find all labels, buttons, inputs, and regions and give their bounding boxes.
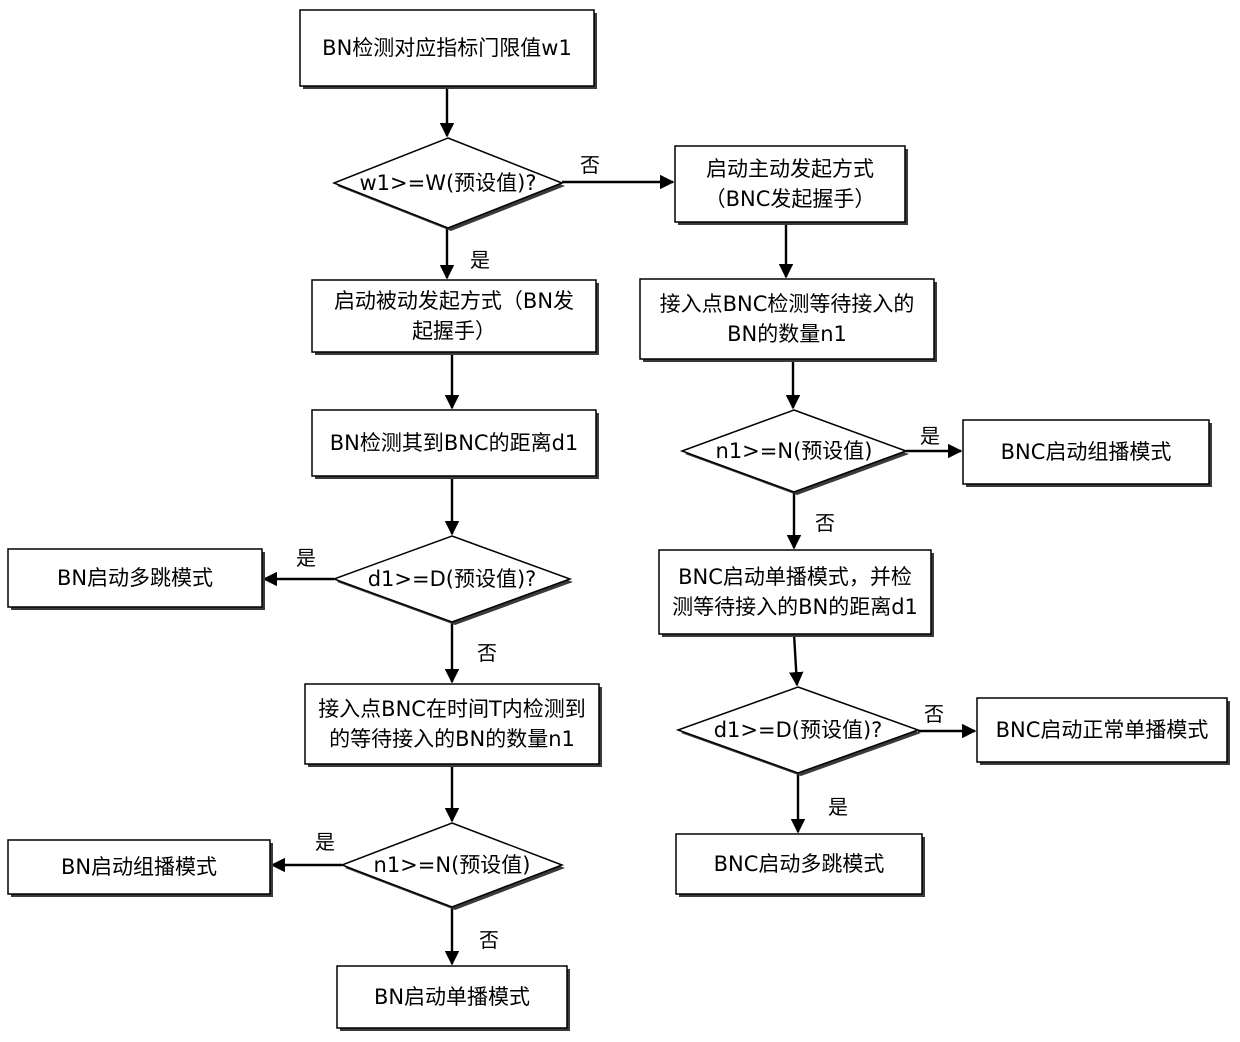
node-t3: BN启动单播模式 bbox=[336, 965, 570, 1031]
node-label-line: 启动主动发起方式 bbox=[706, 157, 874, 181]
node-rd2: d1>=D(预设值)? bbox=[675, 686, 921, 776]
node-t2: BN启动组播模式 bbox=[7, 839, 273, 897]
node-label-line: w1>=W(预设值)? bbox=[359, 171, 536, 195]
node-label-line: BN启动组播模式 bbox=[61, 855, 217, 879]
edge-label: 否 bbox=[815, 511, 835, 535]
terminal-box bbox=[336, 965, 568, 1029]
process-box bbox=[299, 9, 595, 87]
process-box bbox=[311, 409, 597, 477]
edge-label: 否 bbox=[479, 928, 499, 952]
node-rt2: BNC启动正常单播模式 bbox=[976, 697, 1230, 765]
process-box bbox=[311, 279, 597, 353]
edge-label: 否 bbox=[924, 702, 944, 726]
process-box bbox=[304, 683, 600, 765]
edge-label: 否 bbox=[477, 641, 497, 665]
edge-label: 是 bbox=[828, 795, 848, 819]
process-box bbox=[639, 278, 935, 360]
edge-label: 是 bbox=[470, 248, 490, 272]
node-label-line: BN启动多跳模式 bbox=[57, 566, 213, 590]
node-label-line: d1>=D(预设值)? bbox=[714, 718, 883, 742]
node-label-line: BN启动单播模式 bbox=[374, 985, 530, 1009]
process-box bbox=[658, 549, 932, 635]
node-label-line: BNC启动单播模式，并检 bbox=[678, 565, 912, 589]
edge-r3-rd2 bbox=[789, 633, 804, 687]
node-label-line: n1>=N(预设值) bbox=[716, 439, 873, 463]
node-rt1: BNC启动组播模式 bbox=[962, 419, 1212, 487]
decision-diamond bbox=[339, 822, 565, 908]
node-label-line: 接入点BNC在时间T内检测到 bbox=[318, 697, 586, 721]
node-d2: d1>=D(预设值)? bbox=[331, 535, 573, 625]
node-label-line: 的等待接入的BN的数量n1 bbox=[329, 727, 575, 751]
decision-diamond bbox=[331, 535, 573, 623]
process-box bbox=[674, 145, 906, 223]
edge-label: 是 bbox=[296, 546, 316, 570]
edge-label: 是 bbox=[315, 830, 335, 854]
node-r2: 接入点BNC检测等待接入的 BN的数量n1 bbox=[639, 278, 937, 362]
edge-label: 是 bbox=[920, 424, 940, 448]
node-label-line: BNC启动多跳模式 bbox=[714, 852, 885, 876]
node-label-line: 启动被动发起方式（BN发 bbox=[334, 289, 574, 313]
decision-diamond bbox=[679, 409, 909, 493]
node-n1: BN检测对应指标门限值w1 bbox=[299, 9, 597, 89]
node-rd1: n1>=N(预设值) bbox=[679, 409, 909, 495]
node-t1: BN启动多跳模式 bbox=[7, 548, 265, 610]
nodes-layer: BN检测对应指标门限值w1 w1>=W(预设值)? 启动被动发起方式（BN发起握手）… bbox=[7, 9, 1230, 1031]
node-label-line: n1>=N(预设值) bbox=[374, 853, 531, 877]
node-label-line: BN的数量n1 bbox=[727, 322, 847, 346]
terminal-box bbox=[7, 548, 263, 608]
node-d1: w1>=W(预设值)? bbox=[331, 137, 565, 231]
decision-diamond bbox=[675, 686, 921, 774]
node-label-line: BN检测对应指标门限值w1 bbox=[322, 36, 572, 60]
decision-diamond bbox=[331, 137, 565, 229]
node-rt3: BNC启动多跳模式 bbox=[675, 833, 925, 897]
terminal-box bbox=[962, 419, 1210, 485]
node-p3: BN检测其到BNC的距离d1 bbox=[311, 409, 599, 479]
node-r1: 启动主动发起方式 （BNC发起握手） bbox=[674, 145, 908, 225]
node-label-line: BNC启动正常单播模式 bbox=[996, 718, 1209, 742]
terminal-box bbox=[7, 839, 271, 895]
node-label-line: BN检测其到BNC的距离d1 bbox=[330, 431, 579, 455]
node-d3: n1>=N(预设值) bbox=[339, 822, 565, 910]
edges-layer bbox=[262, 86, 977, 966]
node-label-line: 测等待接入的BN的距离d1 bbox=[672, 595, 918, 619]
node-label-line: 起握手） bbox=[412, 319, 496, 343]
edge-label: 否 bbox=[580, 153, 600, 177]
node-label-line: 接入点BNC检测等待接入的 bbox=[660, 292, 915, 316]
terminal-box bbox=[675, 833, 923, 895]
node-label-line: d1>=D(预设值)? bbox=[368, 567, 537, 591]
node-label-line: （BNC发起握手） bbox=[705, 187, 876, 211]
node-label-line: BNC启动组播模式 bbox=[1001, 440, 1172, 464]
terminal-box bbox=[976, 697, 1228, 763]
